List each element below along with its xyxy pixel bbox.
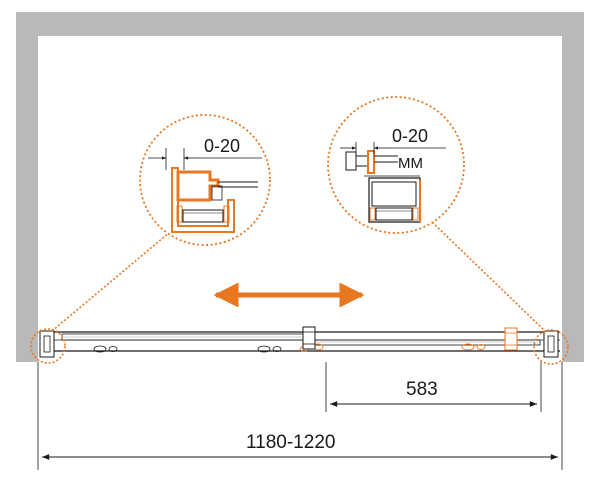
opening-dimension: [325, 362, 542, 412]
left-adjustment-label: 0-20: [204, 136, 240, 156]
detail-left-profile: [148, 148, 262, 233]
magnify-circle-right-small: [533, 329, 569, 365]
overall-width-label: 1180-1220: [246, 432, 335, 453]
wall-outline: [16, 12, 584, 362]
leader-line-right: [431, 221, 547, 333]
detail-right-profile: [340, 142, 446, 223]
wall-profile-left: [39, 330, 55, 358]
magnify-circle-left-small: [30, 328, 66, 364]
door-handle-right: [504, 327, 518, 351]
right-adjustment-label: 0-20: [392, 126, 428, 146]
opening-width-label: 583: [406, 379, 438, 400]
door-track: [40, 331, 560, 353]
door-handle-left: [302, 326, 316, 350]
leader-line-left: [51, 231, 171, 332]
detail-circle-right: [327, 96, 465, 234]
overall-dimension: [37, 362, 563, 470]
wall-profile-right: [543, 330, 559, 358]
right-unit-label: MM: [398, 155, 423, 172]
